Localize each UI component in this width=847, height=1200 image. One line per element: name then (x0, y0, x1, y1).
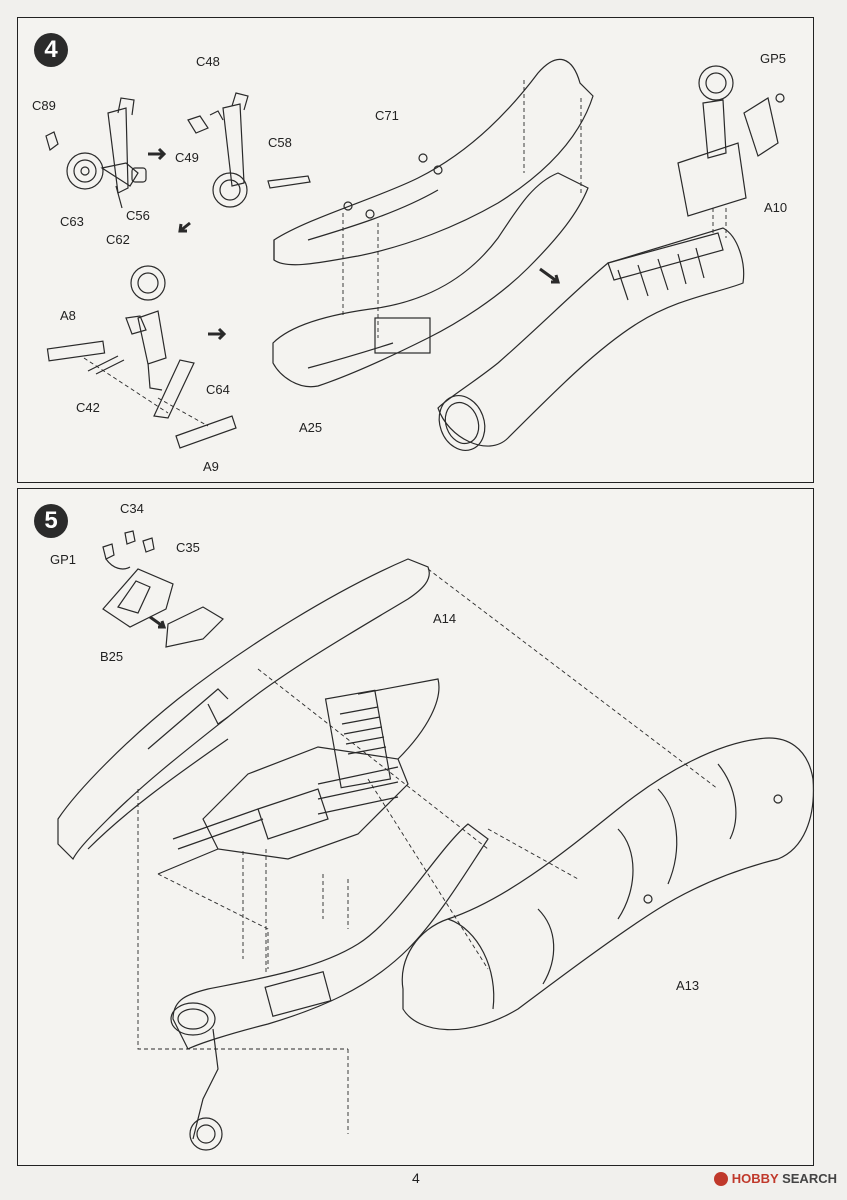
watermark-text: HOBBY SEARCH (731, 1171, 837, 1186)
nose-gear-bay (677, 65, 785, 217)
cockpit-tub (157, 678, 440, 875)
lower-forward-fuselage (170, 823, 489, 1151)
part-label-a13: A13 (676, 978, 700, 993)
part-label-c35: C35 (176, 540, 200, 555)
part-label-gp1: GP1 (50, 552, 77, 567)
part-a13-aft-fuselage (401, 737, 815, 1031)
step-5-panel: 5 (17, 488, 815, 1166)
part-label-a9: A9 (203, 459, 219, 474)
step-4-panel: 4 (17, 17, 814, 483)
rear-fuselage-assembly (437, 227, 745, 451)
part-label-a25: A25 (299, 420, 323, 435)
part-label-c64: C64 (206, 382, 230, 397)
part-label-c71: C71 (375, 108, 399, 123)
hobby-search-watermark: HOBBY SEARCH (713, 1171, 837, 1186)
part-label-a14: A14 (433, 611, 457, 626)
part-label-c58: C58 (268, 135, 292, 150)
main-gear-assembly-2 (187, 92, 311, 208)
step-5-illustration (57, 530, 815, 1151)
part-label-c63: C63 (60, 214, 84, 229)
part-label-a10: A10 (764, 200, 788, 215)
part-a25-lower-fuselage (272, 172, 589, 388)
part-label-c62: C62 (106, 232, 130, 247)
part-label-b25: B25 (100, 649, 124, 664)
part-label-c34: C34 (120, 501, 144, 516)
part-c71-upper-fuselage (273, 58, 594, 266)
step-number-badge: 4 (34, 33, 68, 67)
part-label-a8: A8 (60, 308, 76, 323)
part-label-c42: C42 (76, 400, 100, 415)
part-label-c49: C49 (175, 150, 199, 165)
part-a14-upper-fuselage (57, 558, 430, 861)
main-gear-assembly-1 (45, 97, 147, 209)
part-label-c48: C48 (196, 54, 220, 69)
part-label-c89: C89 (32, 98, 56, 113)
hobby-search-logo-icon (713, 1171, 728, 1186)
ejection-seat-parts (102, 530, 224, 648)
step-4-illustration (45, 58, 785, 451)
part-label-c56: C56 (126, 208, 150, 223)
nose-gear-assembly (46, 265, 237, 449)
step-number-badge: 5 (34, 504, 68, 538)
page-number: 4 (412, 1170, 420, 1186)
part-label-gp5: GP5 (760, 51, 787, 66)
